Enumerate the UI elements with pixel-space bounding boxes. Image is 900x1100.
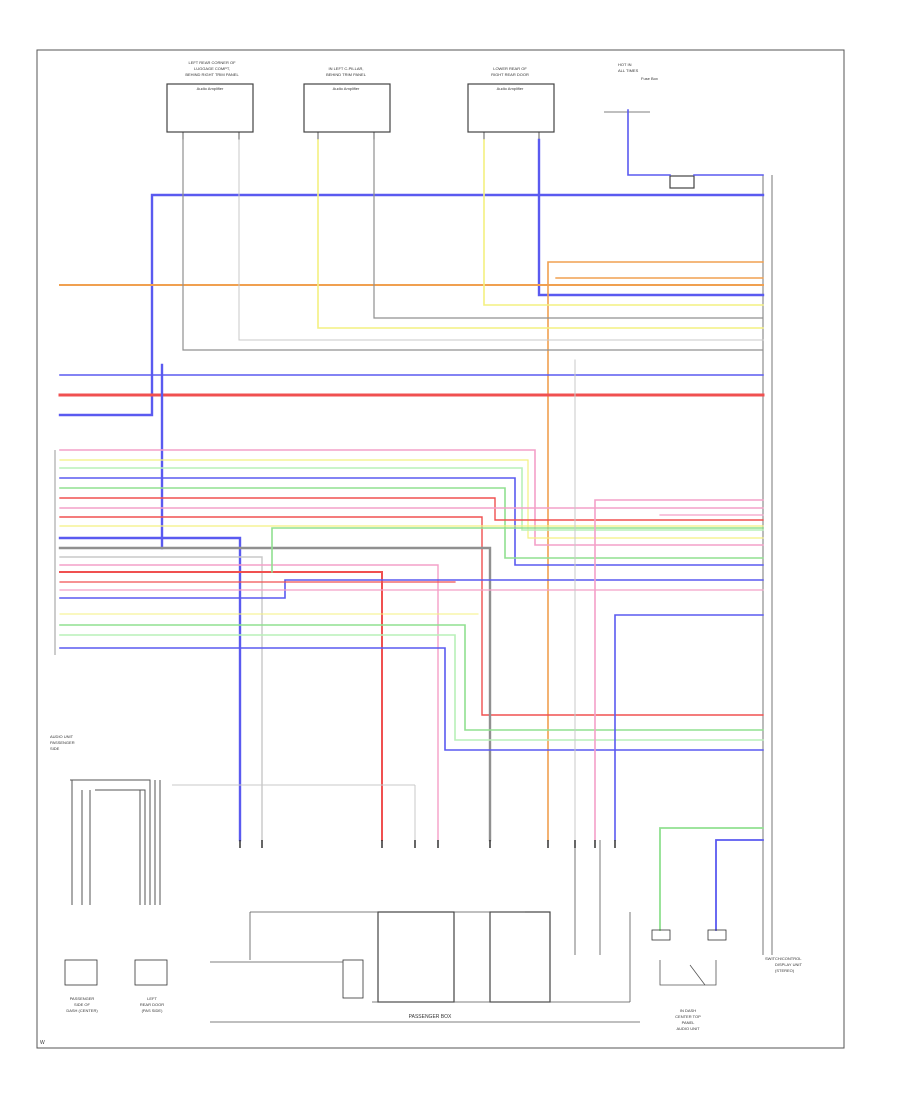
left-note-line2: PASSENGER bbox=[50, 740, 75, 745]
top3-line2: RIGHT REAR DOOR bbox=[491, 72, 529, 77]
top1-name: Audio Amplifier bbox=[197, 86, 224, 91]
br-line3: PANEL bbox=[682, 1020, 696, 1025]
top-component-4: HOT IN ALL TIMES Fuse Box bbox=[604, 62, 695, 189]
br-line2: CENTER TOP bbox=[675, 1014, 701, 1019]
br-line1: IN DASH bbox=[680, 1008, 696, 1013]
top1-line3: BEHIND RIGHT TRIM PANEL bbox=[185, 72, 239, 77]
right-block-line2: DISPLAY UNIT bbox=[775, 962, 803, 967]
bottom-right-component: IN DASH CENTER TOP PANEL AUDIO UNIT bbox=[651, 929, 727, 1031]
top-component-2: IN LEFT C-PILLAR, BEHIND TRIM PANEL Audi… bbox=[303, 66, 391, 133]
bl1-line2: SIDE OF bbox=[74, 1002, 91, 1007]
top4-line1: HOT IN bbox=[618, 62, 632, 67]
top-component-1: LEFT REAR CORNER OF LUGGAGE COMPT, BEHIN… bbox=[166, 60, 254, 133]
top2-line1: IN LEFT C-PILLAR, bbox=[328, 66, 363, 71]
bottom-center-component: PASSENGER BOX bbox=[210, 840, 640, 1023]
top-component-3: LOWER REAR OF RIGHT REAR DOOR Audio Ampl… bbox=[467, 66, 555, 133]
right-connector-block: SWITCH/CONTROL DISPLAY UNIT (STEREO) bbox=[762, 175, 803, 973]
right-block-line3: (STEREO) bbox=[775, 968, 795, 973]
bl1-line1: PASSENGER bbox=[70, 996, 95, 1001]
top2-line2: BEHIND TRIM PANEL bbox=[326, 72, 367, 77]
br-line4: AUDIO UNIT bbox=[676, 1026, 700, 1031]
bl2-line1: LEFT bbox=[147, 996, 157, 1001]
top3-name: Audio Amplifier bbox=[497, 86, 524, 91]
left-note-line1: AUDIO UNIT bbox=[50, 734, 74, 739]
diagram-frame bbox=[36, 49, 845, 1049]
bottom-caption: PASSENGER BOX bbox=[409, 1014, 452, 1020]
top3-line1: LOWER REAR OF bbox=[493, 66, 527, 71]
top4-name: Fuse Box bbox=[641, 76, 658, 81]
bottom-left-component-1: PASSENGER SIDE OF DASH (CENTER) bbox=[64, 959, 98, 1013]
top-connector-stubs bbox=[182, 132, 540, 180]
footer-code: W bbox=[40, 1040, 45, 1046]
left-note-line3: SIDE bbox=[50, 746, 60, 751]
bottom-left-note: AUDIO UNIT PASSENGER SIDE bbox=[50, 734, 75, 751]
top1-line1: LEFT REAR CORNER OF bbox=[188, 60, 236, 65]
top4-line2: ALL TIMES bbox=[618, 68, 639, 73]
bl2-line2: REAR DOOR bbox=[140, 1002, 164, 1007]
wires bbox=[58, 109, 765, 931]
right-block-line1: SWITCH/CONTROL bbox=[765, 956, 802, 961]
bl2-line3: (PAS SIDE) bbox=[142, 1008, 163, 1013]
bottom-left-component-2: LEFT REAR DOOR (PAS SIDE) bbox=[134, 959, 168, 1013]
bl1-line3: DASH (CENTER) bbox=[66, 1008, 98, 1013]
top1-line2: LUGGAGE COMPT, bbox=[194, 66, 230, 71]
bottom-left-connectors bbox=[70, 779, 416, 905]
top2-name: Audio Amplifier bbox=[333, 86, 360, 91]
bottom-pin-markers bbox=[239, 840, 616, 848]
